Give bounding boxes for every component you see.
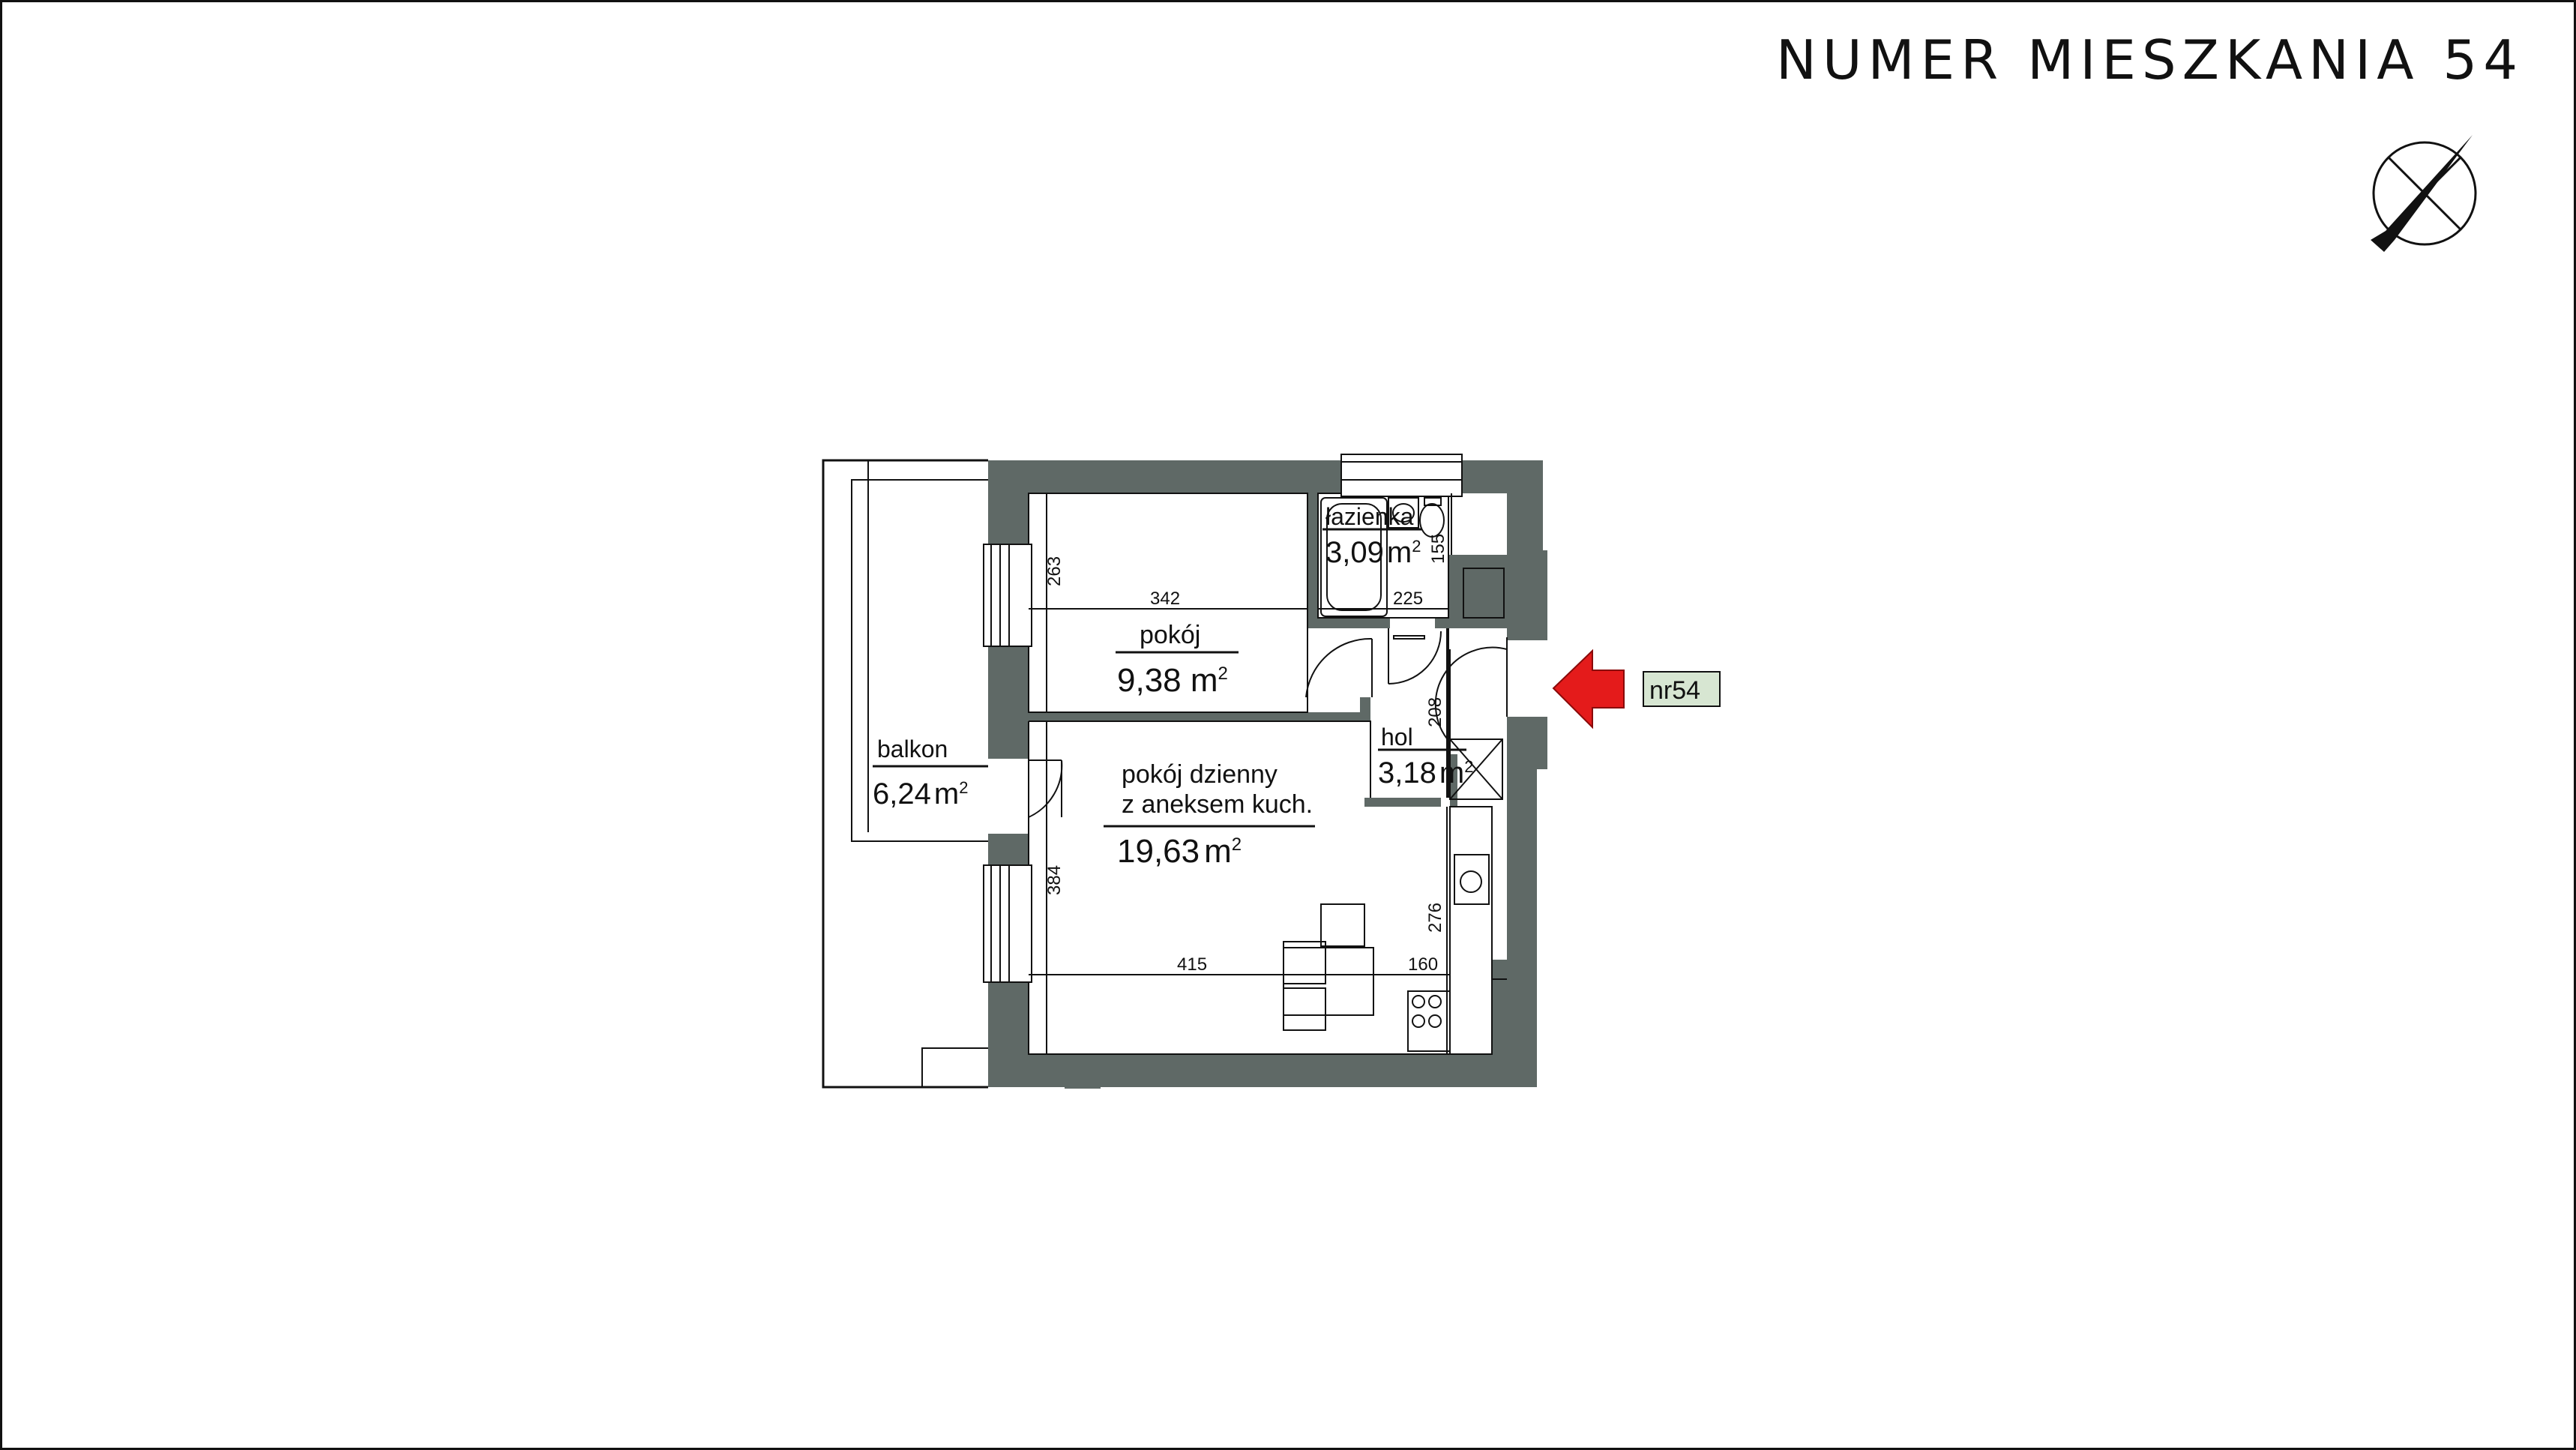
room-hol-name: hol (1381, 724, 1413, 750)
dim-155: 155 (1428, 534, 1448, 564)
room-dzienny-name-1: pokój dzienny (1122, 760, 1278, 789)
apartment-title: NUMER MIESZKANIA 54 (1775, 28, 2524, 91)
dim-263: 263 (1044, 556, 1065, 586)
dimension-lines (1029, 493, 1452, 1054)
dim-160: 160 (1408, 954, 1438, 975)
entrance-arrow-icon (1552, 649, 1625, 729)
dim-342: 342 (1150, 589, 1180, 609)
walls (988, 460, 1547, 1089)
dim-415: 415 (1177, 954, 1207, 975)
svg-text:nr54: nr54 (1649, 676, 1700, 705)
fixtures (1283, 497, 1505, 1055)
windows (983, 454, 1463, 983)
room-pokoj-name: pokój (1140, 621, 1200, 649)
label-underlines (873, 528, 1466, 828)
dim-208: 208 (1425, 697, 1445, 727)
north-arrow-icon (2371, 135, 2477, 252)
room-balkon-name: balkon (877, 735, 948, 762)
dim-225: 225 (1393, 589, 1423, 609)
room-lazienka-name: łazienka (1325, 503, 1414, 530)
balcony (822, 459, 988, 1089)
room-dzienny-name-2: z aneksem kuch. (1122, 790, 1313, 819)
doors (1028, 628, 1508, 818)
dim-276: 276 (1425, 903, 1445, 933)
room-pokoj-area: 9,38 m2 (1117, 662, 1228, 699)
dim-384: 384 (1044, 865, 1065, 895)
entrance-tag: nr54 (1643, 671, 1721, 707)
